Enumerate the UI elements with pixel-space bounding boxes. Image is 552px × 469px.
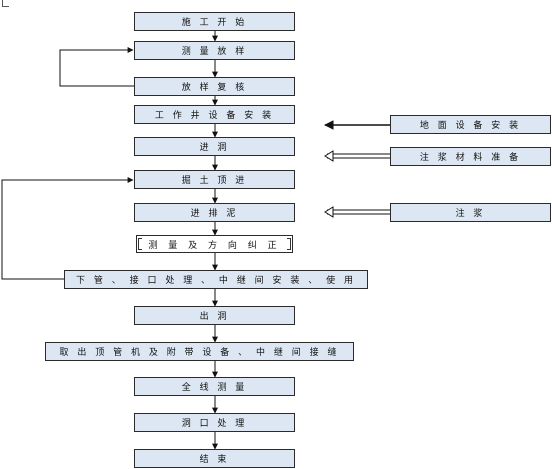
step-pipe-install: 下 管 、 接 口 处 理 、 中 继 间 安 装 、 使 用 xyxy=(64,270,368,289)
step-survey: 测 量 放 样 xyxy=(134,41,295,60)
step-excavate-jack: 掘 土 顶 进 xyxy=(134,170,295,189)
step-survey-recheck: 放 样 复 核 xyxy=(134,77,295,96)
side-grouting: 注 浆 xyxy=(390,203,551,222)
side-grout-material: 注 浆 材 料 准 备 xyxy=(390,147,551,166)
loop-recheck-to-survey xyxy=(59,47,134,87)
step-end: 结 束 xyxy=(134,449,295,468)
step-full-survey: 全 线 测 量 xyxy=(134,377,295,396)
arrow-side-b xyxy=(324,150,334,162)
step-portal-treatment: 洞 口 处 理 xyxy=(134,413,295,432)
step-enter-tunnel: 进 洞 xyxy=(134,137,295,156)
step-survey-correct: 测 量 及 方 向 纠 正 xyxy=(136,235,293,253)
step-start: 施 工 开 始 xyxy=(134,12,295,31)
right-bracket xyxy=(287,238,291,250)
step-slurry: 进 排 泥 xyxy=(134,203,295,222)
side-ground-equipment: 地 面 设 备 安 装 xyxy=(390,115,551,134)
step-exit-tunnel: 出 洞 xyxy=(134,306,295,325)
left-bracket xyxy=(138,238,142,250)
step-shaft-equipment: 工 作 井 设 备 安 装 xyxy=(134,105,295,124)
arrow-side-c xyxy=(324,206,334,218)
step-remove-machine: 取 出 顶 管 机 及 附 带 设 备 、 中 继 间 接 缝 xyxy=(45,342,354,361)
corner-mark xyxy=(2,0,9,7)
loop-pipe-to-excavate xyxy=(1,177,134,280)
